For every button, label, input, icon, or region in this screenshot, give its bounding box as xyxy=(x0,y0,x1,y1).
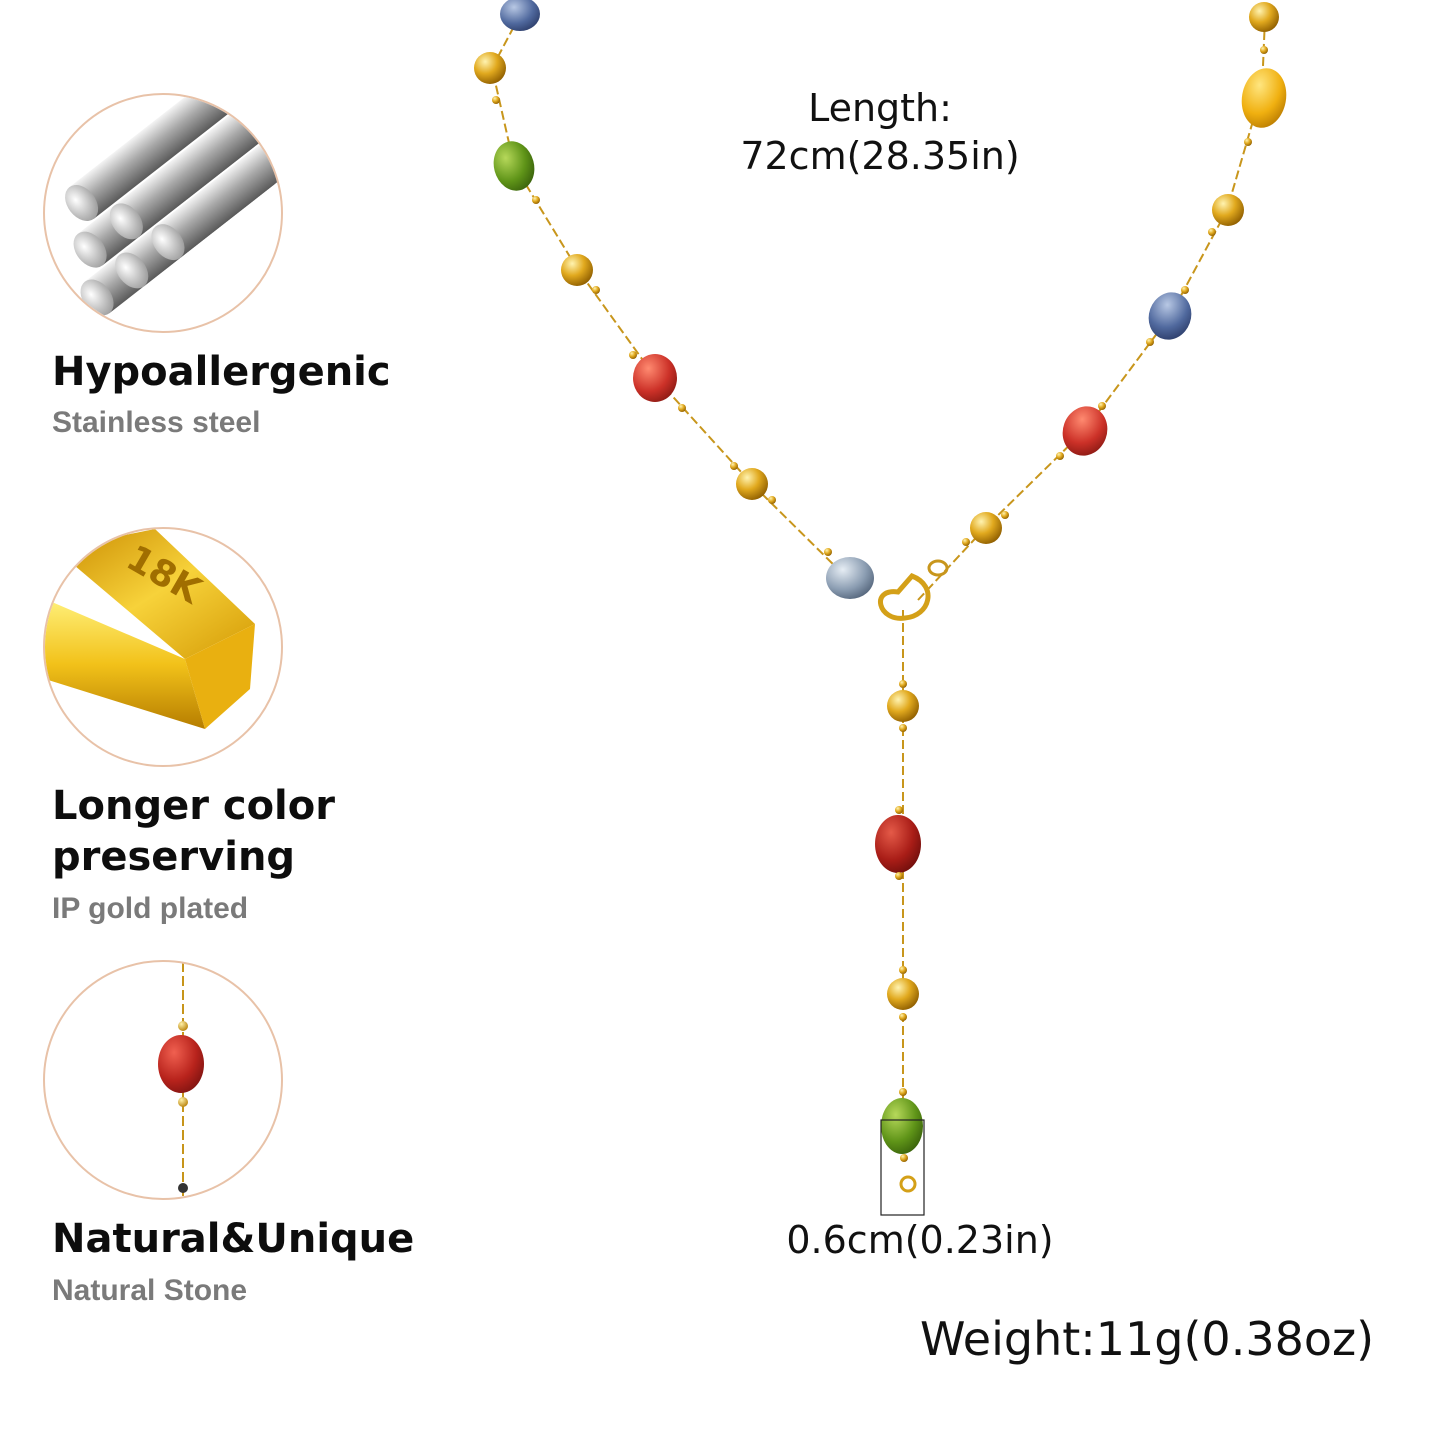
feature-subtitle-stainless: Stainless steel xyxy=(52,406,261,439)
feature-title-preserving: preserving xyxy=(52,834,296,880)
clasp-ring xyxy=(927,559,949,577)
stone-bead-circle xyxy=(43,960,283,1200)
pendant-size-box xyxy=(880,1119,925,1216)
pendant-size: 0.6cm(0.23in) xyxy=(786,1218,1054,1262)
feature-subtitle-ip-gold: IP gold plated xyxy=(52,892,249,925)
lobster-clasp xyxy=(878,573,931,621)
feature-subtitle-natural-stone: Natural Stone xyxy=(52,1274,248,1307)
feature-title-natural-unique: Natural&Unique xyxy=(52,1216,415,1262)
feature-title-hypoallergenic: Hypoallergenic xyxy=(52,349,391,395)
length-value: 72cm(28.35in) xyxy=(740,134,1020,178)
steel-rods-circle xyxy=(43,93,283,333)
feature-title-longer-color: Longer color xyxy=(52,783,335,829)
stone-bead-icon xyxy=(158,962,204,1198)
gold-bar-icon: 18K xyxy=(45,529,255,729)
weight-label: Weight:11g(0.38oz) xyxy=(920,1312,1375,1366)
gold-bar-circle: 18K xyxy=(43,527,283,767)
length-label: Length: xyxy=(808,86,952,130)
